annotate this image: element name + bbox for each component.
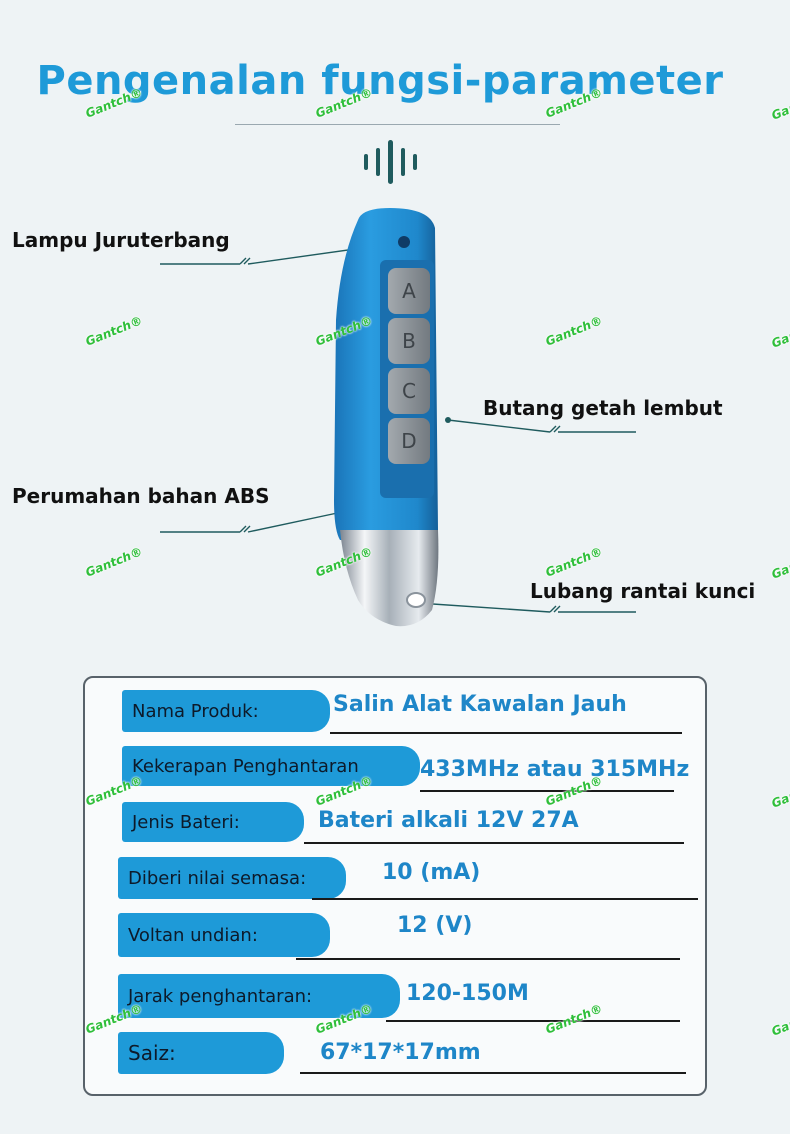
callout-pilot-light: Lampu Juruterbang [12,228,230,252]
spec-label-rated-voltage: Voltan undian: [118,913,330,957]
spec-value-rated-voltage: 12 (V) [397,913,473,938]
spec-label-battery: Jenis Bateri: [122,802,304,842]
spec-divider [304,842,684,844]
spec-divider [386,1020,680,1022]
watermark: Gantch® [769,775,790,811]
page-title: Pengenalan fungsi-parameter [36,58,724,104]
watermark: Gantch® [769,1003,790,1039]
spec-divider [330,732,682,734]
spec-divider [312,898,698,900]
spec-label-frequency: Kekerapan Penghantaran [122,746,420,786]
spec-label-range: Jarak penghantaran: [118,974,400,1018]
callout-housing: Perumahan bahan ABS [12,484,270,508]
spec-value-rated-current: 10 (mA) [382,860,481,885]
spec-value-range: 120-150M [406,981,529,1006]
spec-value-battery: Bateri alkali 12V 27A [318,808,579,833]
spec-label-rated-current: Diberi nilai semasa: [118,857,346,899]
remote-button-d: D [388,418,430,464]
callout-keyring-hole: Lubang rantai kunci [530,579,756,603]
remote-button-b: B [388,318,430,364]
spec-divider [300,1072,686,1074]
sound-wave-icon [364,140,417,184]
spec-label-product-name: Nama Produk: [122,690,330,732]
spec-value-frequency: 433MHz atau 315MHz [420,757,690,782]
spec-divider [296,958,680,960]
remote-button-c: C [388,368,430,414]
remote-button-a: A [388,268,430,314]
remote-button-group: A B C D [388,268,430,464]
spec-value-size: 67*17*17mm [320,1040,481,1065]
callout-soft-button: Butang getah lembut [483,396,723,420]
spec-divider [420,790,674,792]
spec-label-size: Saiz: [118,1032,284,1074]
title-divider [235,124,560,125]
spec-value-product-name: Salin Alat Kawalan Jauh [333,692,627,717]
